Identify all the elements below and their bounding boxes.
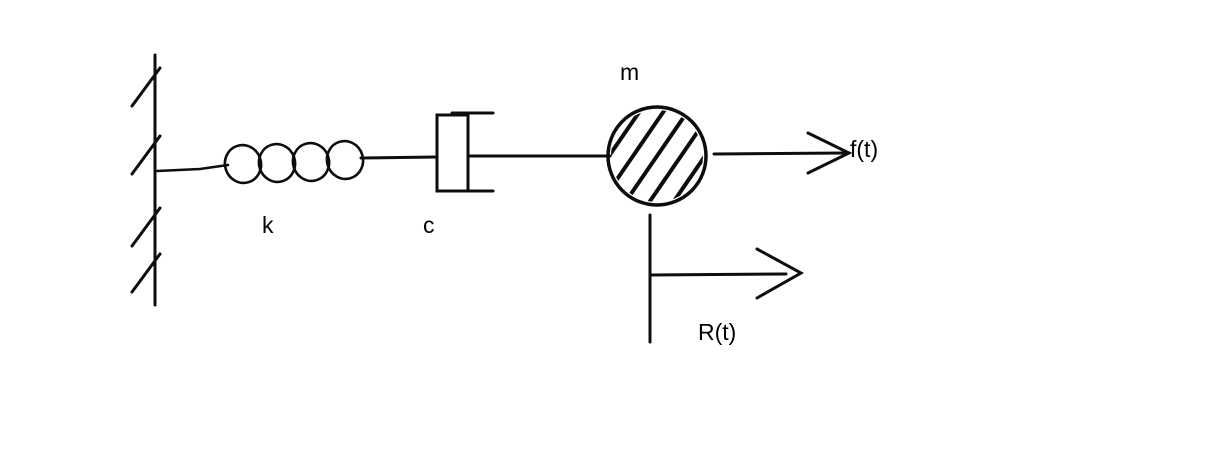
force-arrow [712, 131, 853, 175]
label-spring: k [262, 212, 274, 238]
reaction-arrow-line [649, 272, 788, 277]
damper [435, 111, 612, 193]
force-arrowhead-icon [806, 131, 853, 175]
label-damper: c [423, 212, 435, 238]
force-arrow-line [712, 151, 847, 156]
damper-body [435, 113, 470, 193]
spring-out-line [359, 155, 439, 160]
wall [130, 53, 162, 307]
labels: m k c f(t) R(t) [262, 59, 878, 345]
label-reaction-force: R(t) [698, 319, 736, 345]
mass-hatch-line [624, 110, 703, 202]
schematic-ink-group [130, 53, 853, 344]
wall-hatch-mark [130, 66, 162, 108]
wall-hatch-mark [130, 134, 162, 176]
mass-hatch-line [611, 110, 690, 202]
spring-lead-line [155, 163, 230, 173]
mass [606, 105, 708, 207]
spring-coil [223, 139, 365, 185]
reaction-arrowhead-icon [755, 247, 805, 300]
mass-hatching [611, 110, 703, 202]
label-mass: m [620, 59, 639, 85]
mass-circle [606, 105, 708, 207]
label-applied-force: f(t) [850, 136, 878, 162]
wall-hatch-mark [130, 206, 162, 248]
mass-hatch-line [672, 110, 703, 202]
reaction-arrow [648, 213, 805, 344]
spring-coil-loop [325, 139, 365, 181]
wall-hatch-mark [130, 252, 162, 294]
spring [155, 139, 439, 185]
mass-hatch-line [611, 110, 703, 202]
